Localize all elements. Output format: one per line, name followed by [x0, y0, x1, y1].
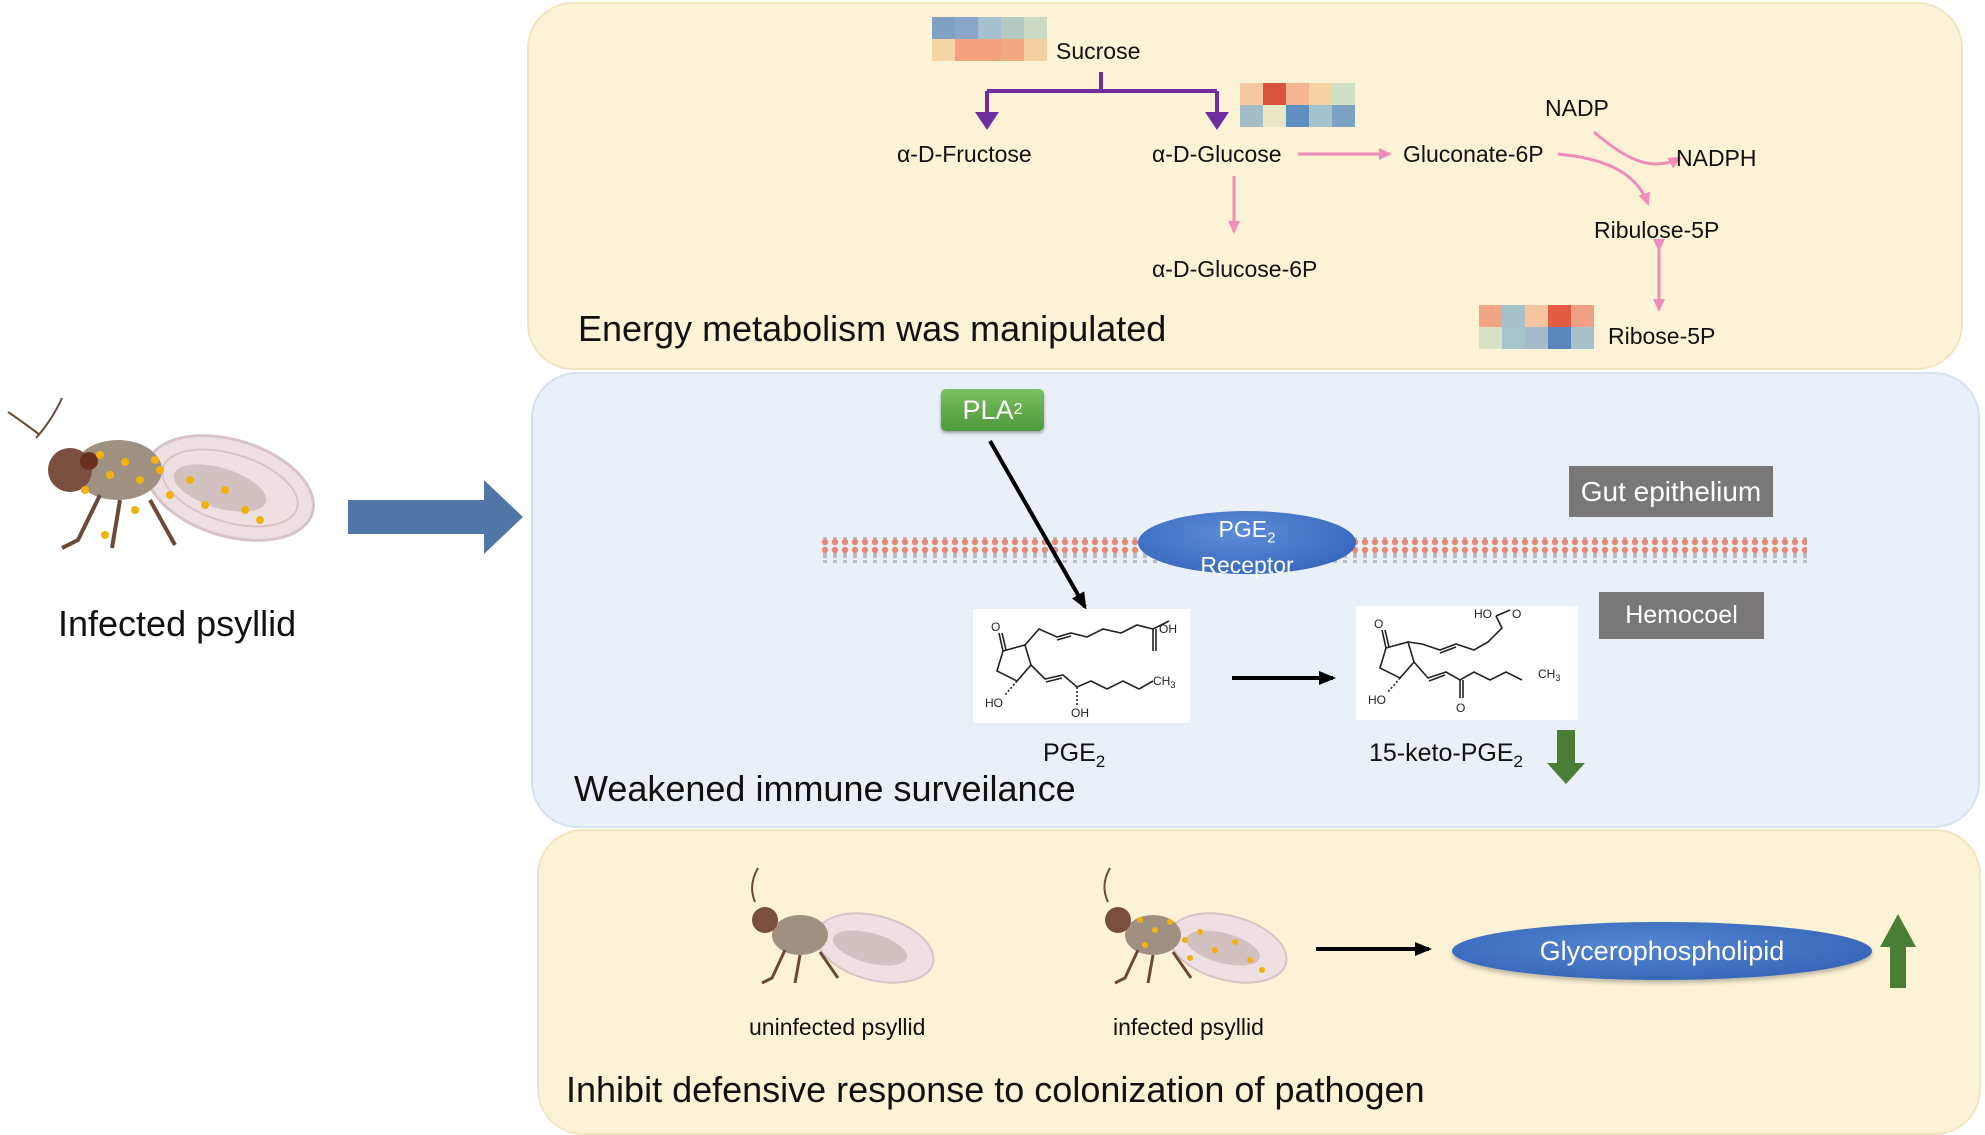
- hemocoel-box: Hemocoel: [1599, 592, 1764, 639]
- glucose-heatmap: [1240, 83, 1355, 127]
- ribose-heatmap: [1479, 305, 1594, 349]
- heatmap-cell: [1479, 305, 1502, 327]
- arrow-gluconate-to-ribulose: [1557, 152, 1650, 206]
- arrow-nadp-to-nadph: [1593, 130, 1682, 169]
- pge2-atom-ho: HO: [985, 696, 1003, 710]
- infected-psyllid-small-label: infected psyllid: [1113, 1014, 1264, 1040]
- keto-atom-ho2: HO: [1368, 693, 1386, 707]
- infected-psyllid-label: Infected psyllid: [58, 603, 297, 644]
- heatmap-cell: [932, 39, 955, 61]
- receptor-label: PGE: [1218, 516, 1268, 542]
- glucose6p-label: α-D-Glucose-6P: [1152, 256, 1318, 282]
- heatmap-cell: [1332, 83, 1355, 105]
- heatmap-cell: [1001, 17, 1024, 39]
- heatmap-cell: [1479, 327, 1502, 349]
- heatmap-cell: [1240, 83, 1263, 105]
- arrowhead-fructose: [975, 112, 999, 130]
- sucrose-split-arrows: [985, 72, 1219, 116]
- heatmap-cell: [1024, 39, 1047, 61]
- heatmap-cell: [1286, 105, 1309, 127]
- pge2-label: PGE2: [1043, 739, 1106, 771]
- pla2-subscript: 2: [1013, 401, 1023, 418]
- down-arrow-keto: [1547, 730, 1585, 784]
- immune-panel-title: Weakened immune surveilance: [574, 768, 1076, 809]
- heatmap-cell: [1309, 105, 1332, 127]
- uninfected-psyllid-illustration: [751, 867, 935, 985]
- defense-panel-title: Inhibit defensive response to colonizati…: [566, 1069, 1425, 1110]
- receptor-label-line2: Receptor: [1200, 551, 1294, 578]
- glycerophospholipid-ellipse: Glycerophospholipid: [1452, 922, 1872, 980]
- heatmap-cell: [1263, 83, 1286, 105]
- nadph-label: NADPH: [1676, 145, 1757, 171]
- heatmap-cell: [978, 17, 1001, 39]
- gluconate-label: Gluconate-6P: [1403, 141, 1544, 167]
- pge2-structure-drawing: O OH HO OH CH3: [985, 620, 1177, 720]
- heatmap-cell: [1502, 305, 1525, 327]
- pge2-atom-oh: OH: [1159, 622, 1177, 636]
- heatmap-cell: [1309, 83, 1332, 105]
- nadp-label: NADP: [1545, 95, 1609, 121]
- energy-panel-title: Energy metabolism was manipulated: [578, 308, 1167, 349]
- pge2-receptor: PGE2 Receptor: [1138, 511, 1356, 578]
- ribulose-label: Ribulose-5P: [1594, 217, 1720, 243]
- keto-pge2-structure-drawing: O HO O HO O CH3: [1368, 607, 1560, 715]
- heatmap-cell: [978, 39, 1001, 61]
- sucrose-heatmap: [932, 17, 1047, 61]
- pge2-atom-o: O: [991, 620, 1000, 634]
- heatmap-cell: [1525, 305, 1548, 327]
- heatmap-cell: [1332, 105, 1355, 127]
- energy-metabolism-panel: [527, 2, 1963, 370]
- heatmap-cell: [1571, 327, 1594, 349]
- pla2-label: PLA: [962, 394, 1014, 425]
- keto-atom-o2: O: [1512, 607, 1521, 621]
- fructose-label: α-D-Fructose: [897, 141, 1032, 167]
- heatmap-cell: [1571, 305, 1594, 327]
- keto-atom-o3: O: [1456, 701, 1465, 715]
- pge2-atom-oh2: OH: [1071, 706, 1089, 720]
- infected-psyllid-illustration: [7, 397, 315, 550]
- glucose-label: α-D-Glucose: [1152, 141, 1282, 167]
- receptor-subscript: 2: [1267, 529, 1276, 547]
- pge2-structure: O OH HO OH CH3: [973, 609, 1190, 723]
- pge2-atom-ch3: CH3: [1153, 674, 1175, 690]
- heatmap-cell: [1263, 105, 1286, 127]
- infected-psyllid-small-illustration: [1103, 867, 1288, 985]
- heatmap-cell: [932, 17, 955, 39]
- keto-pge2-label: 15-keto-PGE2: [1369, 739, 1523, 771]
- heatmap-cell: [955, 17, 978, 39]
- heatmap-cell: [1525, 327, 1548, 349]
- heatmap-cell: [1024, 17, 1047, 39]
- gut-epithelium-box: Gut epithelium: [1569, 466, 1773, 517]
- keto-pge2-structure: O HO O HO O CH3: [1356, 606, 1578, 720]
- heatmap-cell: [955, 39, 978, 61]
- sucrose-label: Sucrose: [1056, 38, 1141, 64]
- ribose-label: Ribose-5P: [1608, 323, 1716, 349]
- heatmap-cell: [1240, 105, 1263, 127]
- heatmap-cell: [1286, 83, 1309, 105]
- big-right-arrow: [348, 480, 523, 554]
- uninfected-psyllid-label: uninfected psyllid: [749, 1014, 926, 1040]
- up-arrow-glyco: [1880, 914, 1916, 988]
- arrow-pla2-to-pge2: [988, 440, 1087, 610]
- arrowhead-glucose: [1205, 112, 1229, 130]
- heatmap-cell: [1001, 39, 1024, 61]
- keto-atom-ho: HO: [1474, 607, 1492, 621]
- keto-atom-o: O: [1374, 617, 1383, 631]
- heatmap-cell: [1502, 327, 1525, 349]
- keto-atom-ch3: CH3: [1538, 667, 1560, 683]
- heatmap-cell: [1548, 305, 1571, 327]
- heatmap-cell: [1548, 327, 1571, 349]
